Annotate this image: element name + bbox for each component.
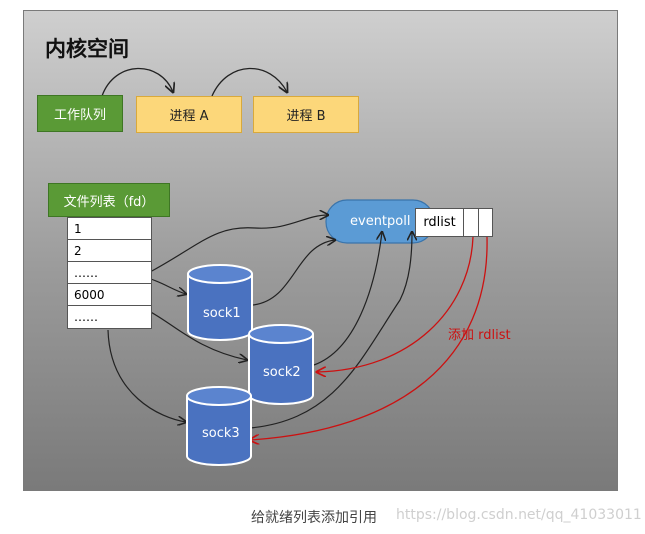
fd-row: …… bbox=[74, 310, 98, 324]
rdlist-cell bbox=[464, 209, 479, 236]
arrow-queue-to-process-a bbox=[101, 67, 173, 97]
fd-row: 6000 bbox=[68, 284, 151, 306]
arrow-fd-to-sock3 bbox=[107, 329, 186, 422]
file-list-header: 文件列表（fd） bbox=[48, 183, 170, 217]
eventpoll-label: eventpoll bbox=[350, 214, 411, 229]
arrow-sock3-to-eventpoll bbox=[249, 232, 412, 429]
fd-row: 1 bbox=[68, 218, 151, 240]
sock2-label: sock2 bbox=[263, 365, 301, 380]
work-queue-box: 工作队列 bbox=[37, 95, 123, 132]
arrow-sock2-to-eventpoll bbox=[313, 232, 382, 366]
rdlist-label: rdlist bbox=[416, 209, 465, 236]
watermark: https://blog.csdn.net/qq_41033011 bbox=[396, 507, 642, 523]
file-descriptor-list: 1 2 …… 6000 …… bbox=[67, 217, 152, 329]
sock1-cylinder bbox=[187, 264, 253, 341]
sock2-cylinder bbox=[248, 324, 314, 405]
sock3-label: sock3 bbox=[202, 426, 240, 441]
sock1-label: sock1 bbox=[203, 306, 241, 321]
sock3-cylinder bbox=[186, 386, 252, 466]
rdlist-cell bbox=[479, 209, 492, 236]
process-a-box: 进程 A bbox=[136, 96, 242, 133]
kernel-space-title: 内核空间 bbox=[45, 37, 129, 61]
image-caption: 给就绪列表添加引用 bbox=[251, 510, 377, 526]
fd-row: 2 bbox=[68, 240, 151, 262]
add-rdlist-label: 添加 rdlist bbox=[448, 328, 511, 343]
fd-row: …… bbox=[68, 262, 151, 284]
arrow-rdlist-to-sock2 bbox=[317, 236, 474, 372]
arrow-fd-to-eventpoll bbox=[149, 215, 328, 273]
process-b-box: 进程 B bbox=[253, 96, 359, 133]
arrow-process-a-to-process-b bbox=[211, 67, 287, 97]
arrow-sock1-to-eventpoll bbox=[252, 240, 335, 306]
rdlist-table: rdlist bbox=[415, 208, 493, 237]
arrow-rdlist-to-sock3 bbox=[250, 236, 488, 440]
